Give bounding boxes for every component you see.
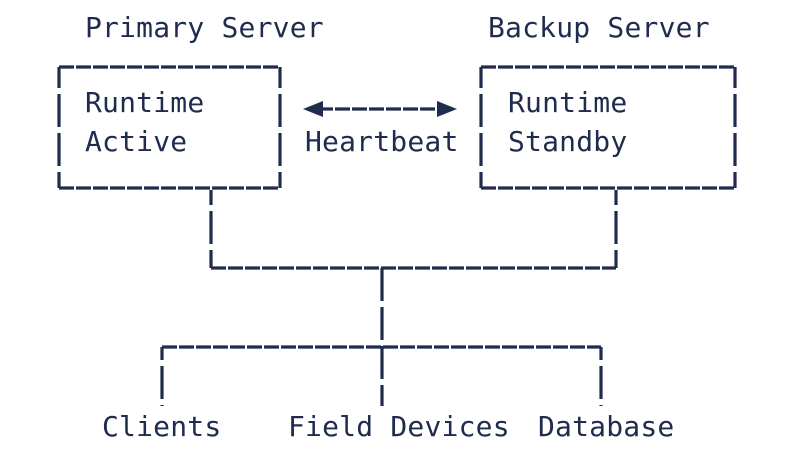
- primary-server-title: Primary Server: [85, 11, 324, 44]
- database-label: Database: [538, 410, 675, 443]
- primary-server-box: [57, 65, 282, 190]
- backup-runtime-label: Runtime: [508, 86, 628, 119]
- clients-label: Clients: [102, 410, 222, 443]
- heartbeat-label: Heartbeat: [305, 125, 459, 158]
- heartbeat-double-arrow-icon: [303, 101, 457, 117]
- backup-server-title: Backup Server: [488, 11, 710, 44]
- primary-active-label: Active: [85, 125, 188, 158]
- field-devices-label: Field Devices: [288, 410, 510, 443]
- heartbeat-arrow-right-head: [437, 101, 457, 117]
- heartbeat-arrow-left-head: [303, 101, 323, 117]
- backup-server-box: [479, 65, 737, 190]
- backup-standby-label: Standby: [508, 125, 628, 158]
- primary-runtime-label: Runtime: [85, 86, 205, 119]
